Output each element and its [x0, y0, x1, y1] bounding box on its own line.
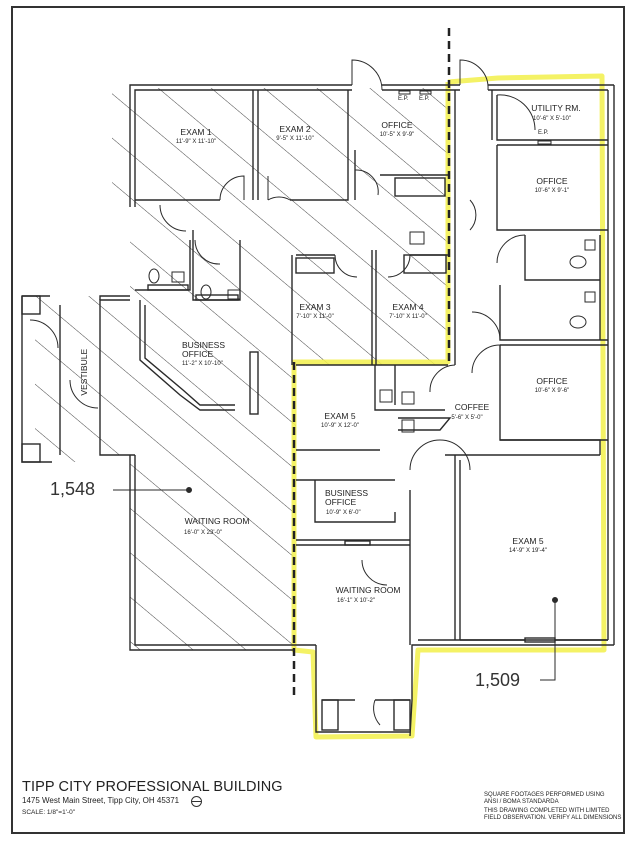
right-suite-area: 1,509 [475, 670, 521, 690]
room-office-top-name: OFFICE [381, 120, 413, 130]
room-waiting-left-name: WAITING ROOM [184, 516, 250, 526]
room-business-left-name1: BUSINESS [182, 340, 225, 350]
note-line-4: FIELD OBSERVATION. VERIFY ALL DIMENSIONS [484, 815, 622, 821]
suite-division-line [292, 28, 451, 700]
room-vestibule-name: VESTIBULE [78, 348, 89, 396]
room-business-right-dims: 10'-9" X 6'-0" [326, 510, 361, 516]
room-exam1-name: EXAM 1 [180, 127, 212, 137]
room-exam5-right-dims: 14'-9" X 19'-4" [509, 548, 547, 554]
north-arrow-icon [191, 796, 202, 807]
room-exam3-name: EXAM 3 [299, 302, 331, 312]
room-business-right-name2: OFFICE [325, 497, 357, 507]
room-office-r2-dims: 10'-6" X 9'-6" [534, 388, 570, 394]
room-office-r2-name: OFFICE [536, 376, 568, 386]
ep-label-2: E.P. [419, 96, 430, 102]
room-exam4-name: EXAM 4 [392, 302, 424, 312]
room-exam3-dims: 7'-10" X 11'-0" [296, 314, 334, 320]
left-suite-area: 1,548 [50, 479, 96, 499]
area-leaders [113, 487, 558, 681]
room-exam1-dims: 11'-9" X 11'-10" [175, 139, 217, 145]
room-exam2-dims: 9'-5" X 11'-10" [276, 136, 314, 142]
electrical-panels [398, 90, 552, 145]
room-business-right-name1: BUSINESS [325, 488, 368, 498]
plumbing-fixtures [148, 231, 596, 433]
room-business-left-dims: 11'-2" X 10'-10" [182, 361, 223, 367]
drawing-scale: SCALE: 1/8"=1'-0" [22, 809, 76, 816]
project-address: 1475 West Main Street, Tipp City, OH 453… [22, 796, 180, 805]
right-suite-highlight [291, 73, 607, 740]
room-coffee-name: COFFEE [454, 402, 490, 412]
room-office-top-dims: 10'-5" X 9'-9" [379, 132, 415, 138]
room-exam5-left-name: EXAM 5 [324, 411, 356, 421]
room-exam2-name: EXAM 2 [279, 124, 311, 134]
note-line-1: SQUARE FOOTAGES PERFORMED USING [484, 792, 605, 798]
walls [21, 84, 615, 737]
room-business-left-name2: OFFICE [182, 349, 214, 359]
room-office-r1-name: OFFICE [536, 176, 568, 186]
room-utility-dims: 10'-6" X 5'-10" [533, 116, 571, 122]
door-swings [29, 59, 536, 726]
room-waiting-right-dims: 16'-1" X 10'-2" [337, 598, 375, 604]
room-exam5-left-dims: 10'-9" X 12'-0" [321, 423, 359, 429]
room-utility-name: UTILITY RM. [531, 103, 581, 113]
ep-label-3: E.P. [538, 130, 549, 136]
project-title: TIPP CITY PROFESSIONAL BUILDING [22, 779, 283, 795]
room-exam4-dims: 7'-10" X 11'-0" [389, 314, 427, 320]
ep-label-1: E.P. [398, 96, 409, 102]
room-coffee-dims: 5'-6" X 5'-0" [451, 415, 483, 421]
note-line-2: ANSI / BOMA STANDARDA [484, 799, 559, 805]
room-waiting-left-dims: 16'-0" X 23'-0" [184, 530, 222, 536]
room-office-r1-dims: 10'-6" X 9'-1" [534, 188, 570, 194]
note-line-3: THIS DRAWING COMPLETED WITH LIMITED [484, 808, 610, 814]
room-exam5-right-name: EXAM 5 [512, 536, 544, 546]
room-waiting-right-name: WAITING ROOM [335, 585, 401, 595]
